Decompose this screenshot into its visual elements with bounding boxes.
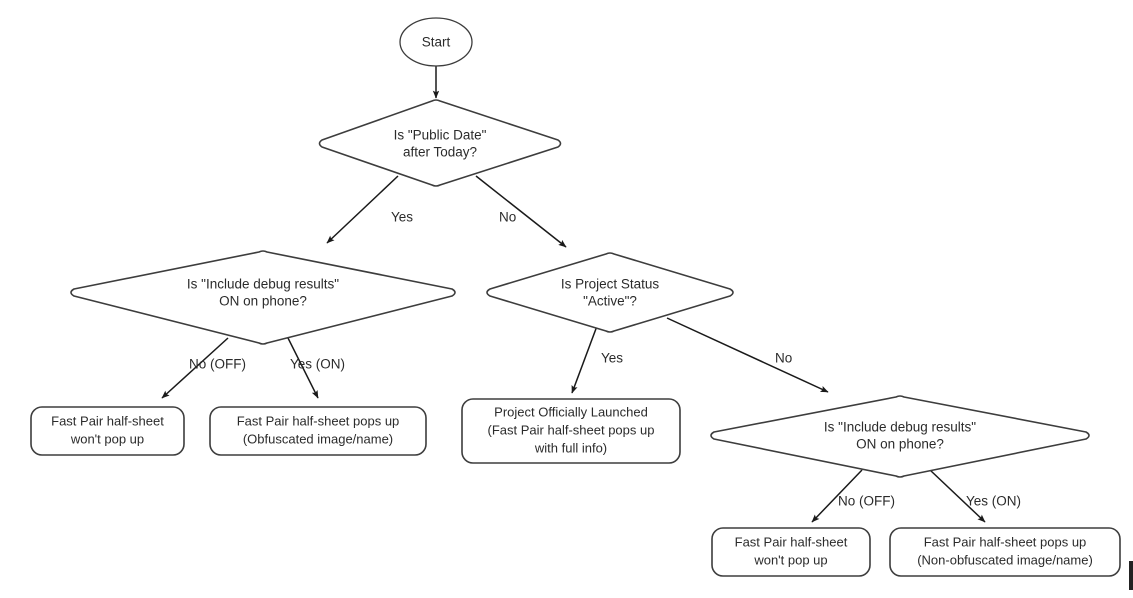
node-terminal-right-on[interactable]: Fast Pair half-sheet pops up (Non-obfusc… bbox=[889, 527, 1121, 577]
edge-label-project-status-yes: Yes bbox=[601, 351, 623, 366]
edge-label-debug-right-yes: Yes (ON) bbox=[966, 494, 1021, 509]
edge-label-debug-left-yes: Yes (ON) bbox=[290, 357, 345, 372]
terminal-launched-line3: with full info) bbox=[534, 440, 607, 455]
terminal-right-on-box bbox=[889, 527, 1121, 577]
terminal-right-off-line2: won't pop up bbox=[753, 552, 827, 567]
terminal-left-on-line1: Fast Pair half-sheet pops up bbox=[237, 413, 400, 428]
project-status-diamond bbox=[486, 252, 734, 333]
terminal-left-on-box bbox=[209, 406, 427, 456]
project-status-label-line1: Is Project Status bbox=[561, 277, 660, 292]
debug-left-diamond bbox=[70, 250, 456, 345]
edge-label-group: Yes No No (OFF) Yes (ON) Yes No No (OFF)… bbox=[189, 210, 1021, 509]
edge-debug-left-no bbox=[161, 337, 229, 399]
start-ellipse bbox=[399, 17, 473, 67]
edge-label-debug-left-no: No (OFF) bbox=[189, 357, 246, 372]
terminal-right-on-line2: (Non-obfuscated image/name) bbox=[917, 552, 1093, 567]
node-start[interactable]: Start bbox=[399, 17, 473, 67]
edge-debug-right-yes bbox=[929, 469, 986, 523]
node-decision-debug-right[interactable]: Is "Include debug results" ON on phone? bbox=[710, 395, 1090, 478]
edge-scan-artifact bbox=[1129, 561, 1133, 590]
debug-left-label-line2: ON on phone? bbox=[219, 294, 307, 309]
node-terminal-right-off[interactable]: Fast Pair half-sheet won't pop up bbox=[711, 527, 871, 577]
terminal-left-off-box bbox=[30, 406, 185, 456]
project-status-label-line2: "Active"? bbox=[583, 294, 637, 309]
debug-left-label-line1: Is "Include debug results" bbox=[187, 277, 339, 292]
terminal-left-off-line1: Fast Pair half-sheet bbox=[51, 413, 164, 428]
terminal-left-on-line2: (Obfuscated image/name) bbox=[243, 431, 393, 446]
terminal-launched-line2: (Fast Pair half-sheet pops up bbox=[488, 422, 655, 437]
edge-debug-left-yes bbox=[287, 337, 319, 399]
edge-label-public-date-no: No bbox=[499, 210, 516, 225]
node-terminal-left-off[interactable]: Fast Pair half-sheet won't pop up bbox=[30, 406, 185, 456]
edge-label-debug-right-no: No (OFF) bbox=[838, 494, 895, 509]
start-label: Start bbox=[422, 35, 451, 50]
edge-public-date-no bbox=[475, 175, 567, 248]
terminal-launched-box bbox=[461, 398, 681, 464]
node-decision-project-status[interactable]: Is Project Status "Active"? bbox=[486, 252, 734, 333]
node-decision-public-date[interactable]: Is "Public Date" after Today? bbox=[318, 99, 562, 187]
terminal-right-on-line1: Fast Pair half-sheet pops up bbox=[924, 534, 1087, 549]
edge-group bbox=[161, 66, 986, 523]
terminal-launched-line1: Project Officially Launched bbox=[494, 404, 648, 419]
debug-right-label-line1: Is "Include debug results" bbox=[824, 420, 976, 435]
terminal-left-off-line2: won't pop up bbox=[70, 431, 144, 446]
edge-label-public-date-yes: Yes bbox=[391, 210, 413, 225]
terminal-right-off-line1: Fast Pair half-sheet bbox=[735, 534, 848, 549]
node-terminal-left-on[interactable]: Fast Pair half-sheet pops up (Obfuscated… bbox=[209, 406, 427, 456]
debug-right-label-line2: ON on phone? bbox=[856, 437, 944, 452]
public-date-label-line2: after Today? bbox=[403, 145, 477, 160]
edge-debug-right-no bbox=[811, 469, 863, 523]
terminal-right-off-box bbox=[711, 527, 871, 577]
edge-public-date-yes bbox=[326, 175, 399, 244]
debug-right-diamond bbox=[710, 395, 1090, 478]
node-terminal-launched[interactable]: Project Officially Launched (Fast Pair h… bbox=[461, 398, 681, 464]
node-decision-debug-left[interactable]: Is "Include debug results" ON on phone? bbox=[70, 250, 456, 345]
edge-project-status-yes bbox=[571, 325, 598, 394]
edge-project-status-no bbox=[666, 317, 829, 393]
public-date-label-line1: Is "Public Date" bbox=[394, 128, 487, 143]
public-date-diamond bbox=[318, 99, 562, 187]
edge-label-project-status-no: No bbox=[775, 351, 792, 366]
